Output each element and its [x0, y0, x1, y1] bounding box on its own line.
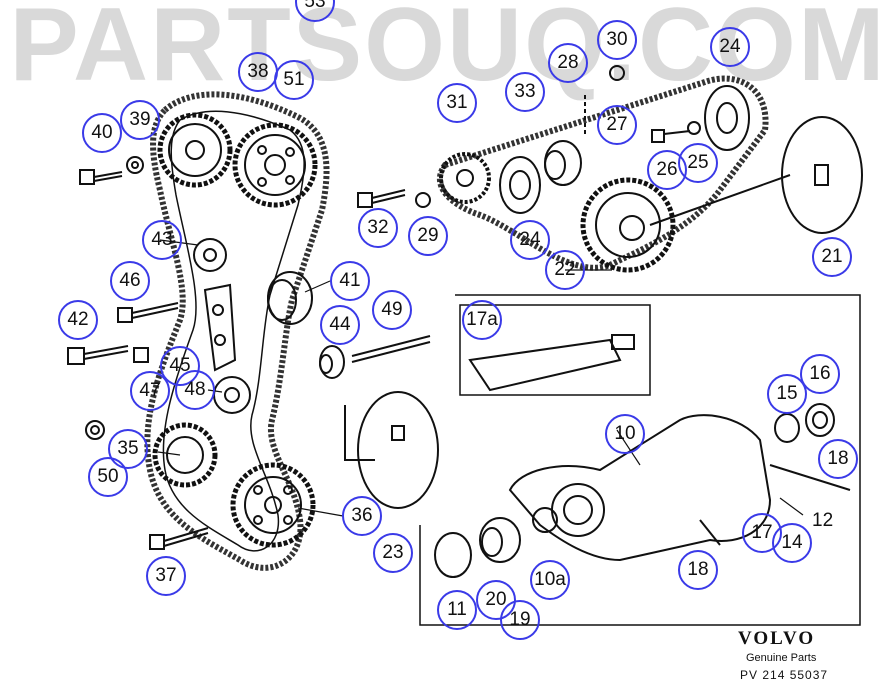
- idler-43: [193, 238, 227, 272]
- callout-31[interactable]: 31: [437, 83, 477, 123]
- washer-25: [687, 121, 701, 135]
- sprocket-31: [439, 152, 491, 204]
- nut-47: [133, 347, 149, 363]
- callout-30[interactable]: 30: [597, 20, 637, 60]
- sprocket-24b: [499, 156, 541, 214]
- pulley-disc-23: [344, 391, 439, 509]
- stud-49: [351, 335, 431, 363]
- right-timing-belt: [437, 75, 769, 271]
- callout-18b[interactable]: 18: [678, 550, 718, 590]
- callout-51[interactable]: 51: [274, 60, 314, 100]
- bearing-20: [479, 517, 521, 563]
- leader-lines: [157, 239, 804, 517]
- callout-36[interactable]: 36: [342, 496, 382, 536]
- callout-38[interactable]: 38: [238, 52, 278, 92]
- sprocket-22: [580, 177, 676, 273]
- bolt-40: [79, 169, 123, 185]
- callout-22[interactable]: 22: [545, 250, 585, 290]
- nut-50: [85, 420, 105, 440]
- callout-42[interactable]: 42: [58, 300, 98, 340]
- callout-49[interactable]: 49: [372, 290, 412, 330]
- callout-48[interactable]: 48: [175, 370, 215, 410]
- callout-35[interactable]: 35: [108, 429, 148, 469]
- idler-28: [544, 140, 582, 186]
- bolt-42: [67, 345, 129, 365]
- callout-29[interactable]: 29: [408, 216, 448, 256]
- callout-10a[interactable]: 10a: [530, 560, 570, 600]
- callout-14[interactable]: 14: [772, 523, 812, 563]
- brand-logo: VOLVO: [738, 628, 816, 649]
- callout-32[interactable]: 32: [358, 208, 398, 248]
- sprocket-24a: [704, 85, 750, 151]
- diagram-code: PV 214 55037: [740, 668, 829, 682]
- washer-29: [415, 192, 431, 208]
- callout-50[interactable]: 50: [88, 457, 128, 497]
- ring-11: [434, 532, 472, 578]
- callout-23[interactable]: 23: [373, 533, 413, 573]
- brand-subtitle: Genuine Parts: [746, 652, 817, 664]
- callout-24b[interactable]: 24: [510, 220, 550, 260]
- tensioner-41: [267, 271, 313, 325]
- callout-16[interactable]: 16: [800, 354, 840, 394]
- cam-sprocket-right: [232, 122, 318, 208]
- callout-21[interactable]: 21: [812, 237, 852, 277]
- callout-18a[interactable]: 18: [818, 439, 858, 479]
- callout-27[interactable]: 27: [597, 105, 637, 145]
- callout-47[interactable]: 47: [130, 371, 170, 411]
- callout-39[interactable]: 39: [120, 100, 160, 140]
- callout-40[interactable]: 40: [82, 113, 122, 153]
- callout-37[interactable]: 37: [146, 556, 186, 596]
- bolt-32: [357, 189, 406, 208]
- callout-24a[interactable]: 24: [710, 27, 750, 67]
- washer-39: [126, 156, 144, 174]
- crank-sprocket-36: [230, 462, 316, 548]
- cam-sprocket-left: [157, 112, 233, 188]
- label-12: 12: [812, 510, 834, 531]
- callout-28[interactable]: 28: [548, 43, 588, 83]
- callout-25[interactable]: 25: [678, 143, 718, 183]
- bearing-16: [805, 403, 835, 437]
- tensioner-bracket: [203, 283, 237, 372]
- callout-17a[interactable]: 17a: [462, 300, 502, 340]
- idler-48: [213, 376, 251, 414]
- callout-44[interactable]: 44: [320, 305, 360, 345]
- callout-46[interactable]: 46: [110, 261, 150, 301]
- pump-frame: [419, 294, 861, 626]
- nut-30: [609, 65, 625, 81]
- spacer-44: [319, 345, 345, 379]
- grease-tube-17a: [468, 334, 635, 392]
- callout-11[interactable]: 11: [437, 590, 477, 630]
- water-pump-assembly: [508, 414, 851, 562]
- seal-15: [774, 413, 800, 443]
- crank-sprocket-35: [152, 422, 218, 488]
- callout-43[interactable]: 43: [142, 220, 182, 260]
- disc-21: [649, 116, 863, 234]
- callout-10[interactable]: 10: [605, 414, 645, 454]
- callout-33[interactable]: 33: [505, 72, 545, 112]
- callout-19[interactable]: 19: [500, 600, 540, 640]
- bolt-27: [651, 129, 691, 143]
- callout-41[interactable]: 41: [330, 261, 370, 301]
- bolt-46: [117, 302, 179, 323]
- bolt-37: [149, 527, 209, 550]
- callout-15[interactable]: 15: [767, 374, 807, 414]
